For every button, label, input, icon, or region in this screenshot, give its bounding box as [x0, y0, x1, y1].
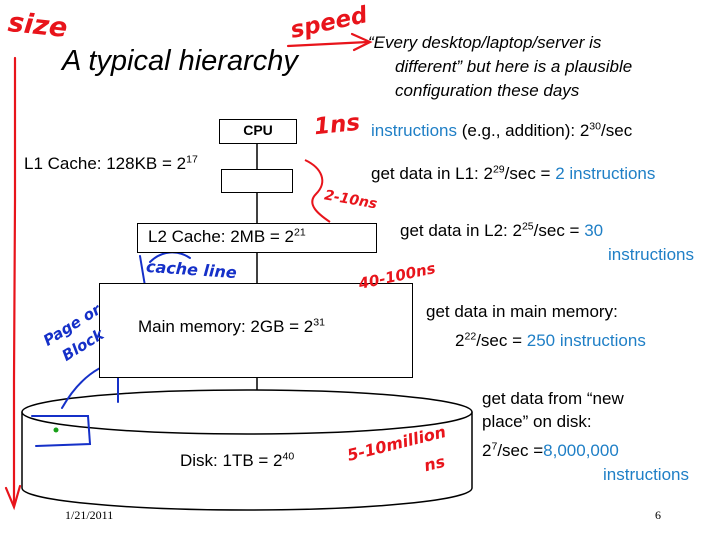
slide-number: 6	[655, 508, 661, 522]
main-memory-box: Main memory: 2GB = 231	[99, 283, 413, 378]
fact-disk-blue2: instructions	[603, 465, 689, 484]
disk-label-text: Disk: 1TB = 2	[180, 451, 283, 470]
l1-label-text: L1 Cache: 128KB = 2	[24, 154, 187, 173]
main-exp: 31	[313, 316, 325, 329]
fact-main-base: 2	[455, 331, 465, 350]
data-dot-disk	[53, 427, 59, 433]
fact-l2-text: get data in L2: 2	[400, 221, 522, 240]
fact-l2-mid: /sec =	[533, 221, 585, 240]
fact-l1-text: get data in L1: 2	[371, 164, 493, 183]
intro-line-2: different” but here is a plausible	[395, 57, 633, 76]
l1-cache-box	[221, 169, 293, 193]
fact-instr-text: (e.g., addition): 2	[456, 121, 590, 140]
disk-exp: 40	[282, 450, 295, 463]
fact-l1-blue: 2 instructions	[555, 164, 656, 183]
ink-size: size	[6, 6, 69, 45]
intro-quote: “Every desktop/laptop/server is differen…	[368, 31, 632, 103]
speed-arrow-ink	[286, 32, 373, 52]
cpu-box: CPU	[219, 119, 297, 144]
disk-label: Disk: 1TB = 240	[180, 451, 294, 471]
main-label-text: Main memory: 2GB = 2	[138, 317, 314, 336]
l2-exp: 21	[294, 226, 306, 239]
main-memory-label: Main memory: 2GB = 231	[138, 317, 325, 337]
fact-l1-exp: 29	[492, 163, 505, 176]
footer-date: 1/21/2011	[65, 508, 114, 522]
fact-l2-blue1: 30	[584, 221, 604, 240]
ink-1ns: 1ns	[312, 109, 362, 141]
fact-disk-line2: place” on disk:	[482, 412, 592, 431]
fact-main-blue: 250 instructions	[526, 331, 646, 350]
fact-instr-exp: 30	[589, 120, 602, 133]
fact-main-exp: 22	[464, 330, 477, 343]
latency-bracket-ink	[304, 159, 331, 223]
fact-l2-blue2: instructions	[608, 245, 694, 264]
l2-cache-box: L2 Cache: 2MB = 221	[137, 223, 377, 253]
fact-l2-exp: 25	[521, 220, 534, 233]
size-arrow-ink	[4, 56, 22, 511]
l1-label: L1 Cache: 128KB = 217	[24, 154, 198, 174]
fact-disk-exp: 7	[491, 440, 498, 453]
fact-disk-line3: 27/sec =8,000,000	[482, 441, 619, 461]
fact-main-mid: /sec =	[476, 331, 527, 350]
fact-l1-mid: /sec =	[504, 164, 556, 183]
fact-instructions: instructions (e.g., addition): 230/sec	[371, 121, 632, 141]
fact-l1: get data in L1: 229/sec = 2 instructions	[371, 164, 655, 184]
intro-line-3: configuration these days	[395, 81, 580, 100]
disk-cylinder-shape	[21, 389, 473, 511]
fact-instr-blue: instructions	[371, 121, 457, 140]
fact-instr-tail: /sec	[601, 121, 633, 140]
fact-disk-line1: get data from “new	[482, 389, 624, 408]
slide-title: A typical hierarchy	[62, 45, 298, 77]
fact-l2: get data in L2: 225/sec = 30	[400, 221, 603, 241]
fact-main-line2: 222/sec = 250 instructions	[455, 331, 646, 351]
fact-disk-mid: /sec =	[497, 441, 544, 460]
l2-label-text: L2 Cache: 2MB = 2	[148, 227, 295, 246]
intro-line-1: “Every desktop/laptop/server is	[368, 33, 602, 52]
fact-main-line1: get data in main memory:	[426, 302, 618, 321]
l1-exp: 17	[186, 153, 198, 166]
fact-disk-blue1: 8,000,000	[543, 441, 619, 460]
fact-disk-base: 2	[482, 441, 492, 460]
cpu-label: CPU	[243, 122, 273, 138]
